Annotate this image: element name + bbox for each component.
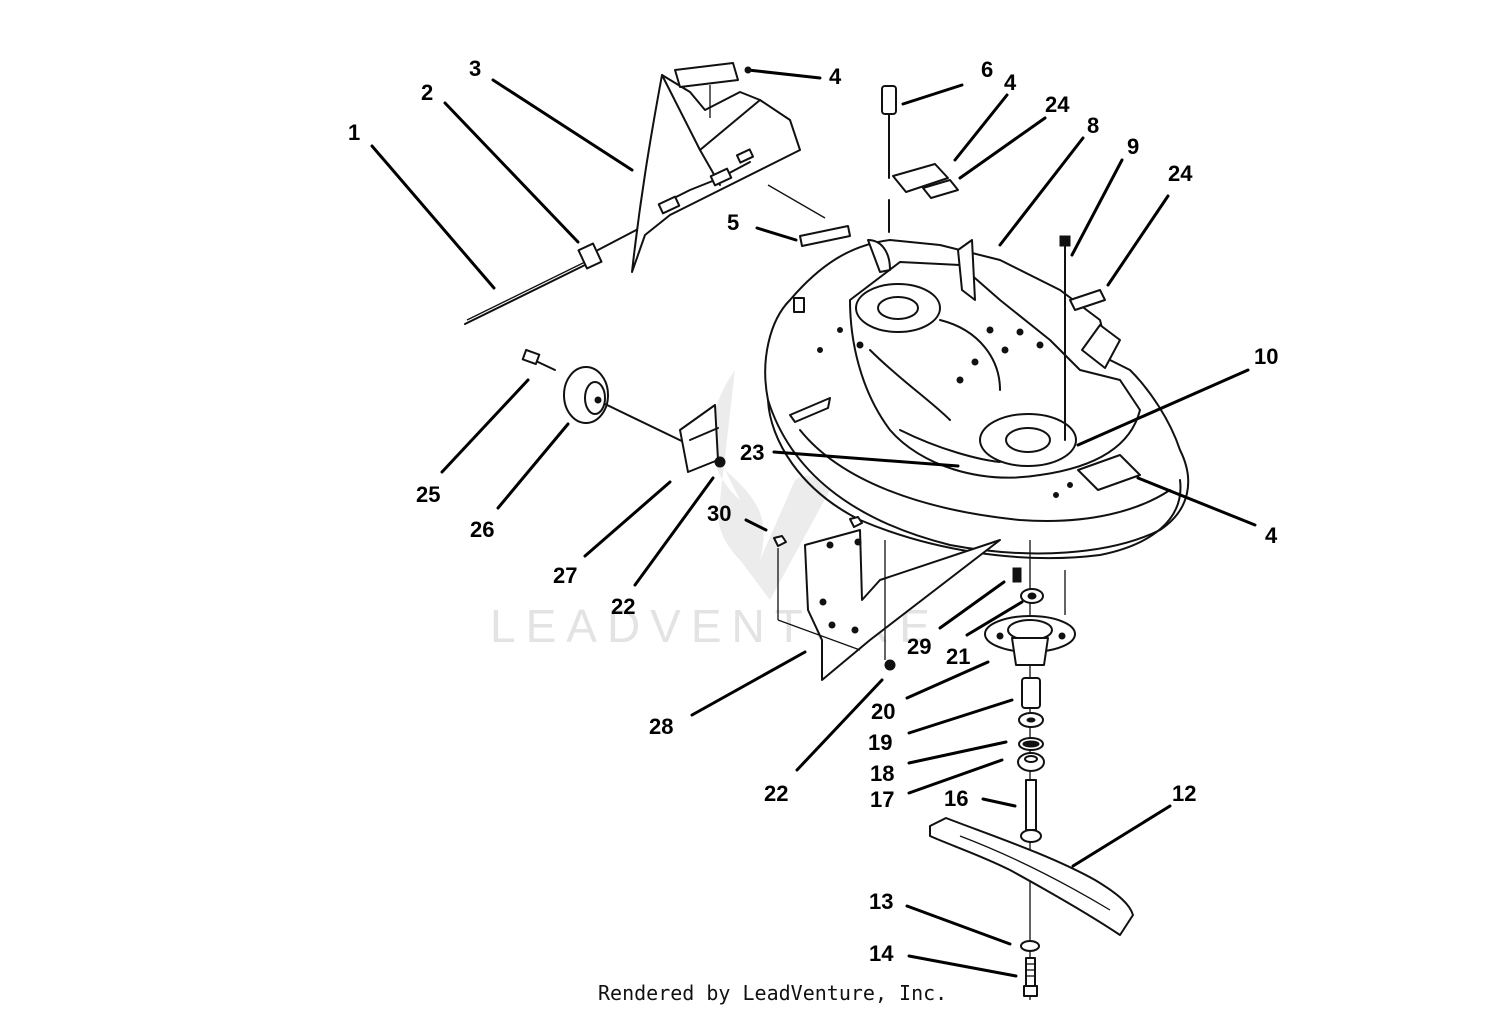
part-deck-decal [1077, 454, 1141, 491]
rendered-by-credit: Rendered by LeadVenture, Inc. [598, 981, 947, 1005]
callout-25: 25 [416, 482, 440, 507]
callout-22-bracket: 22 [611, 594, 635, 619]
callout-26: 26 [470, 517, 494, 542]
callout-12: 12 [1172, 781, 1196, 806]
callout-4-chute-decal: 4 [829, 64, 842, 89]
part-top-decal [892, 163, 949, 193]
part-rod [464, 261, 586, 325]
blade-edge-line [959, 835, 1111, 911]
part-right-decal-small [1069, 289, 1106, 311]
part-decal-strip [799, 225, 851, 247]
callout-10: 10 [1254, 344, 1278, 369]
part-lower-fastener [884, 659, 896, 671]
callout-20: 20 [871, 699, 895, 724]
callout-13: 13 [869, 889, 893, 914]
callout-22-lower: 22 [764, 781, 788, 806]
part-discharge-chute [631, 74, 801, 273]
callout-24-top: 24 [1045, 92, 1070, 117]
callout-2: 2 [421, 80, 433, 105]
part-mower-deck [764, 239, 1190, 560]
watermark-flame-logo [711, 370, 830, 600]
callout-8: 8 [1087, 113, 1099, 138]
callout-1: 1 [348, 120, 360, 145]
callout-5: 5 [727, 210, 739, 235]
part-spring-clip [577, 227, 641, 270]
callout-23: 23 [740, 440, 764, 465]
callout-27: 27 [553, 563, 577, 588]
callout-9: 9 [1127, 134, 1139, 159]
part-nut-30b [849, 516, 863, 528]
part-bolt [1059, 235, 1071, 441]
part-blade [929, 817, 1134, 936]
part-gauge-wheel-assembly [521, 348, 726, 473]
leader-lines [370, 66, 1257, 978]
callout-28: 28 [649, 714, 673, 739]
callout-3: 3 [469, 56, 481, 81]
part-baffle [777, 529, 1001, 681]
callout-4-deck-decal: 4 [1265, 523, 1278, 548]
callout-24-right: 24 [1168, 161, 1193, 186]
callout-14: 14 [869, 941, 894, 966]
part-blade-bolt [1023, 957, 1038, 997]
callout-17: 17 [870, 787, 894, 812]
callout-16: 16 [944, 786, 968, 811]
part-height-pin [881, 85, 897, 233]
part-washer [1020, 940, 1040, 952]
callout-labels: 1 2 3 4 6 4 24 8 9 24 5 10 23 4 25 26 27… [348, 56, 1278, 966]
part-top-decal-small [922, 179, 959, 199]
callout-19: 19 [868, 730, 892, 755]
callout-4-top-decal: 4 [1004, 70, 1017, 95]
callout-30: 30 [707, 501, 731, 526]
callout-6: 6 [981, 57, 993, 82]
part-spindle-stack [984, 540, 1076, 1000]
callout-18: 18 [870, 761, 894, 786]
callout-29: 29 [907, 634, 931, 659]
part-chute-decal [674, 62, 739, 88]
callout-21: 21 [946, 644, 970, 669]
part-nut-30a [773, 535, 787, 547]
